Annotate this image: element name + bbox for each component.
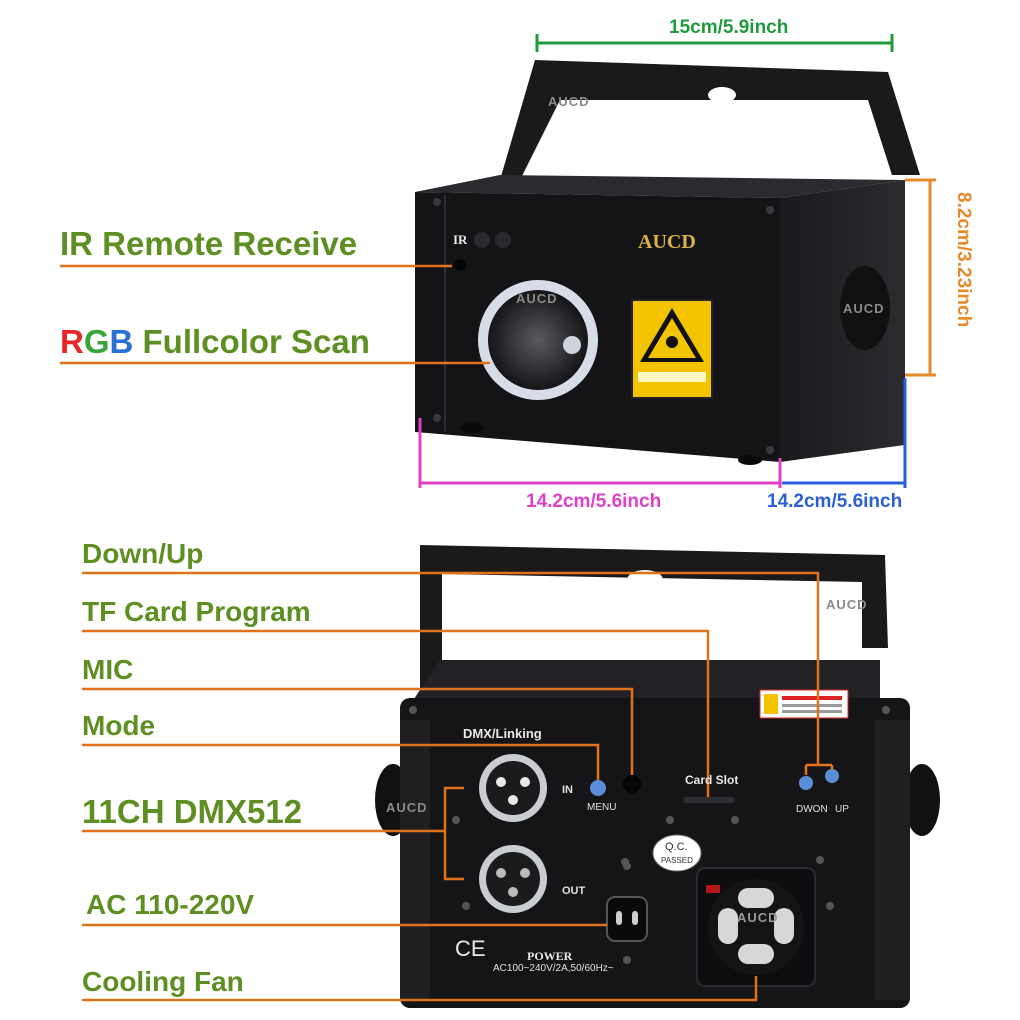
watermark-6: AUCD [737, 910, 779, 925]
down-up-label: Down/Up [82, 538, 204, 569]
dmx-label: 11CH DMX512 [82, 793, 303, 830]
ir-remote-label: IR Remote Receive [60, 225, 358, 262]
card-slot-text: Card Slot [685, 773, 739, 787]
qc-text: Q.C. [665, 841, 688, 853]
watermark-5: AUCD [386, 800, 428, 815]
menu-text: MENU [587, 802, 617, 813]
watermark-4: AUCD [826, 597, 868, 612]
right-knob [904, 764, 940, 836]
front-face [415, 192, 780, 462]
power-spec-text: AC100~240V/2A,50/60Hz~ [493, 963, 614, 974]
adjust-knob [840, 266, 890, 350]
ce-mark: CE [455, 936, 486, 961]
laser-lens [488, 290, 588, 390]
top-face [415, 175, 905, 198]
brand-logo: AUCD [638, 231, 696, 253]
fan-blades-icon [718, 888, 794, 964]
power-inlet [606, 896, 648, 942]
dmx-linking-text: DMX/Linking [463, 726, 542, 741]
dimension-depth: 14.2cm/5.6inch [767, 491, 903, 512]
rgb-scan-text: Fullcolor Scan [133, 323, 370, 360]
rgb-scan-label: RGB Fullcolor Scan [60, 325, 370, 358]
mic-hole [623, 775, 641, 793]
front-device [415, 60, 920, 465]
up-text: UP [835, 804, 849, 815]
card-slot [683, 797, 735, 803]
out-text: OUT [562, 885, 586, 897]
tf-card-label: TF Card Program [82, 596, 311, 627]
power-text: POWER [527, 949, 573, 963]
ac-label: AC 110-220V [86, 889, 255, 920]
menu-button [590, 780, 606, 796]
dwon-text: DWON [796, 804, 828, 815]
mounting-bracket [500, 60, 920, 180]
dimension-lines-top [418, 34, 936, 488]
bracket-hole [708, 87, 736, 103]
passed-text: PASSED [661, 856, 693, 865]
up-button [825, 769, 839, 783]
down-button [799, 776, 813, 790]
in-text: IN [562, 784, 573, 796]
cooling-fan-label: Cooling Fan [82, 966, 244, 997]
mic-label: MIC [82, 654, 134, 685]
rear-device [375, 545, 940, 1008]
mode-label: Mode [82, 710, 156, 741]
ir-receiver-icon [454, 259, 466, 271]
rgb-letter-b: B [109, 323, 134, 360]
dimension-width-top: 15cm/5.9inch [669, 17, 789, 38]
watermark-2: AUCD [516, 291, 558, 306]
rgb-letter-r: R [60, 323, 84, 360]
dimension-height: 8.2cm/3.23inch [953, 192, 974, 328]
dimension-width-front: 14.2cm/5.6inch [526, 491, 662, 512]
rgb-letter-g: G [83, 323, 110, 360]
watermark-3: AUCD [843, 301, 885, 316]
leaders-bottom [82, 571, 834, 1002]
leaders-top [60, 264, 490, 365]
qc-sticker [652, 834, 702, 872]
watermark-1: AUCD [548, 94, 590, 109]
ir-mark: IR [453, 232, 468, 247]
